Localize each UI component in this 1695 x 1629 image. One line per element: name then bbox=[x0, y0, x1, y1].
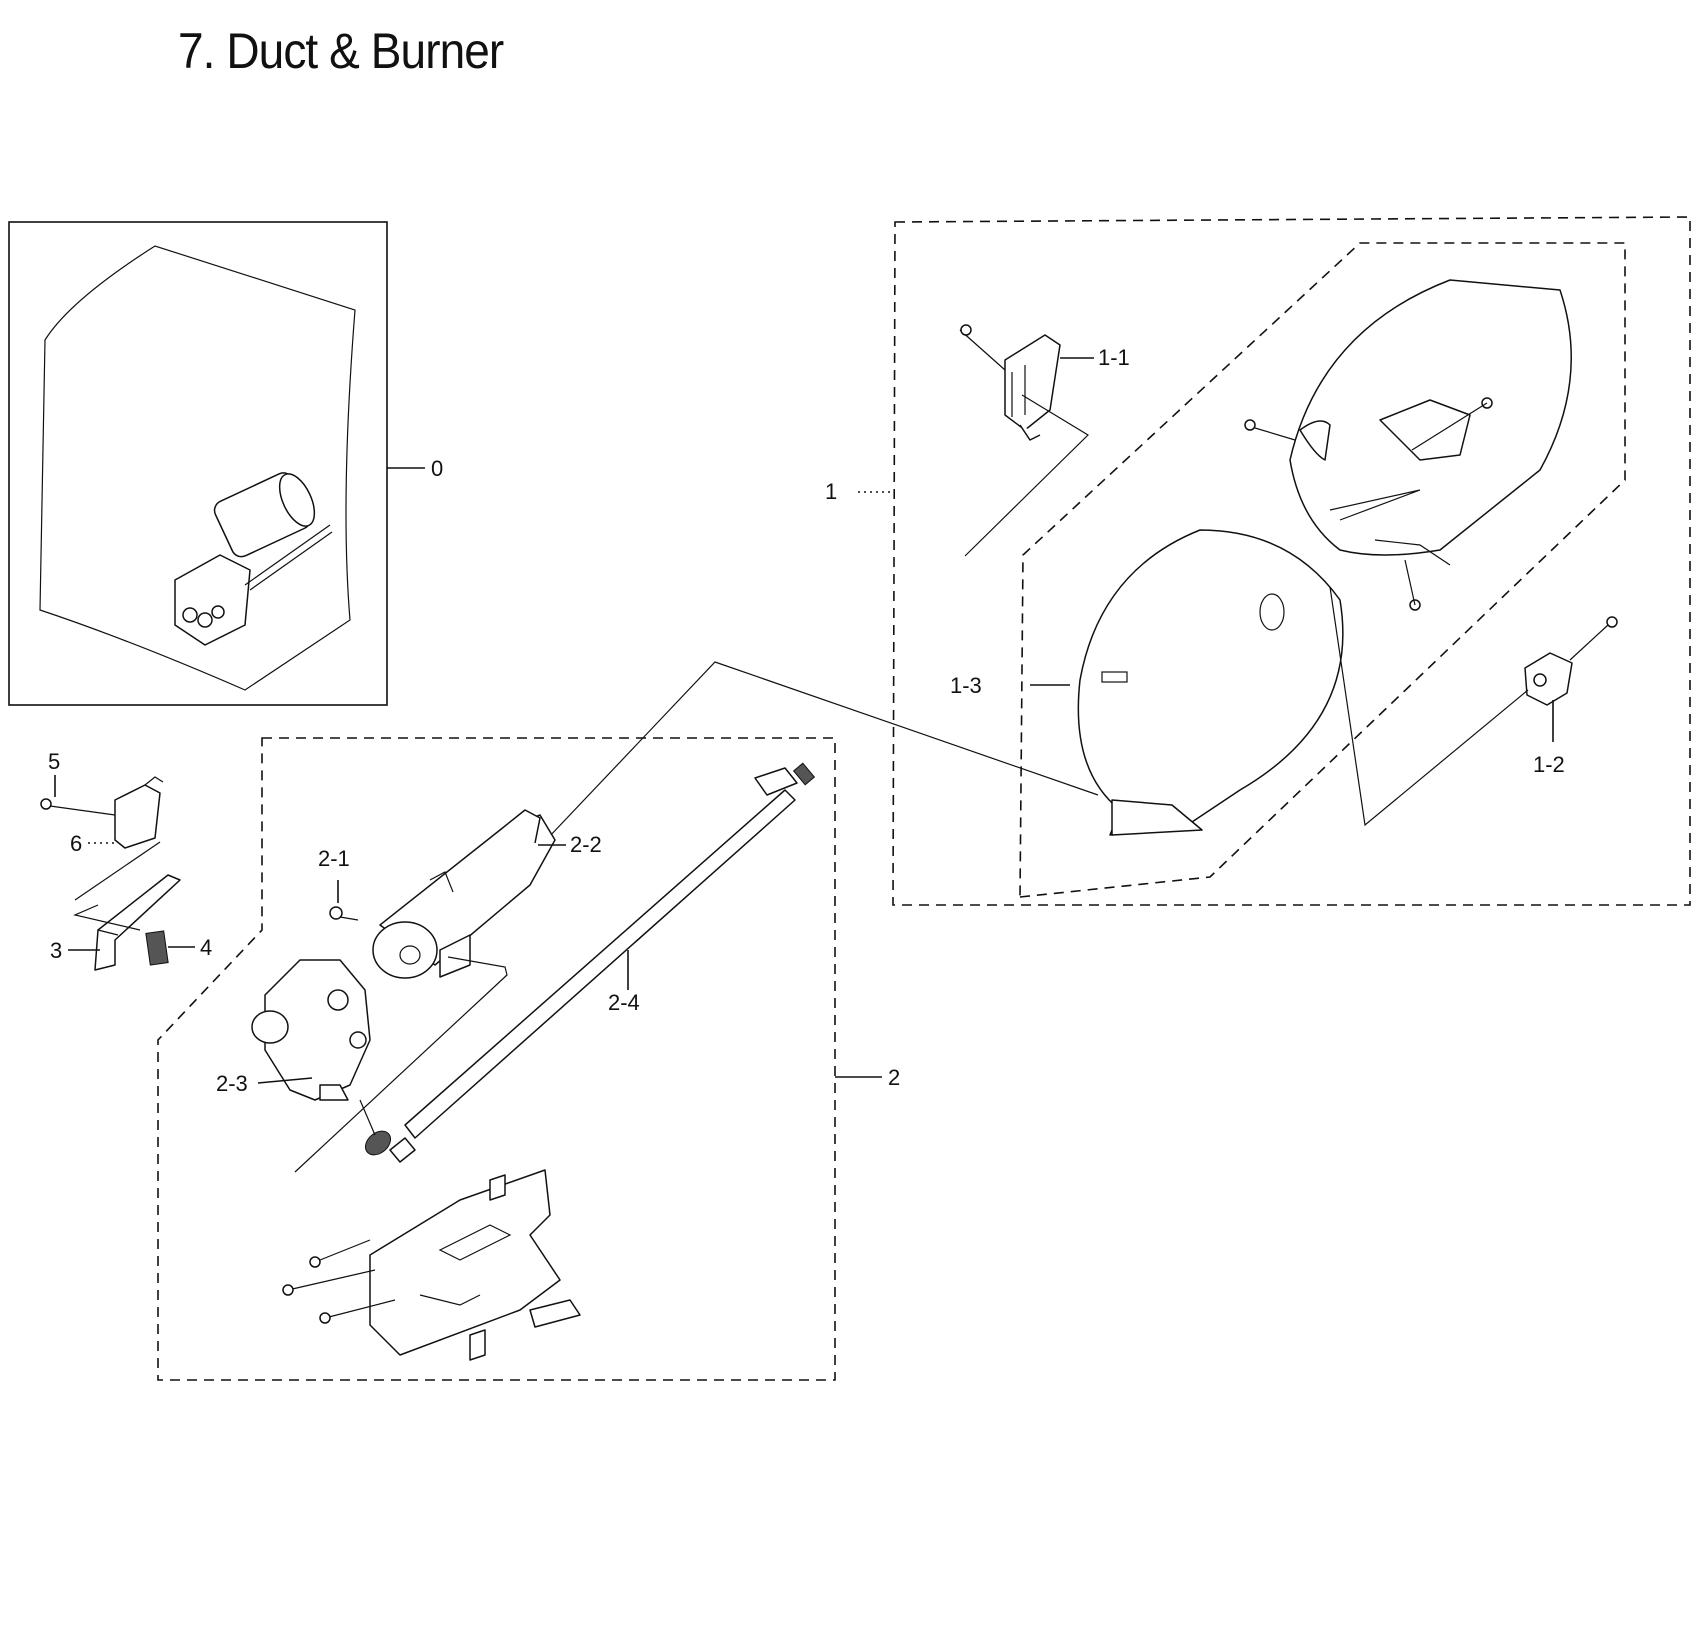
duct-group-outer-frame bbox=[892, 216, 1691, 906]
callout-1: 1 bbox=[825, 479, 837, 504]
duct-group-inner-frame bbox=[1019, 242, 1626, 898]
part-1-1-bracket bbox=[959, 324, 1094, 557]
upper-duct bbox=[1244, 279, 1572, 611]
part-2-1-screw bbox=[329, 880, 359, 921]
overview-burner-assembly bbox=[174, 472, 333, 646]
part-5-screw bbox=[40, 775, 116, 816]
part-3-bracket bbox=[68, 874, 181, 971]
part-6-clip bbox=[74, 776, 164, 901]
callout-1-3: 1-3 bbox=[950, 673, 982, 698]
callout-4: 4 bbox=[200, 935, 212, 960]
callout-1-2: 1-2 bbox=[1533, 752, 1565, 777]
page-title: 7. Duct & Burner bbox=[178, 23, 504, 79]
callout-0: 0 bbox=[431, 456, 443, 481]
callout-3: 3 bbox=[50, 938, 62, 963]
callout-1-1: 1-1 bbox=[1098, 345, 1130, 370]
duct-group bbox=[858, 216, 1691, 906]
part-1-3-lower-duct bbox=[1030, 529, 1344, 836]
callout-2-2: 2-2 bbox=[570, 832, 602, 857]
callout-2-4: 2-4 bbox=[608, 990, 640, 1015]
leader-2-3 bbox=[257, 1077, 313, 1084]
burner-group bbox=[157, 737, 882, 1381]
burner-mount-bracket bbox=[282, 1169, 581, 1361]
callout-2: 2 bbox=[888, 1065, 900, 1090]
callout-5: 5 bbox=[48, 749, 60, 774]
part-4-pad bbox=[145, 930, 195, 966]
part-2-2-burner-tube bbox=[294, 809, 566, 1173]
callout-2-1: 2-1 bbox=[318, 846, 350, 871]
burner-group-frame bbox=[157, 737, 836, 1381]
dryer-cabinet-outline bbox=[39, 245, 356, 691]
burner-to-duct-connector bbox=[547, 661, 1099, 839]
assembly-overview bbox=[8, 221, 425, 706]
part-2-3-gas-valve bbox=[251, 959, 371, 1101]
overview-frame bbox=[8, 221, 388, 706]
callout-2-3: 2-3 bbox=[216, 1071, 248, 1096]
part-2-4-gas-hose bbox=[359, 762, 816, 1163]
callout-6: 6 bbox=[70, 831, 82, 856]
part-1-2-sensor bbox=[1329, 586, 1618, 827]
